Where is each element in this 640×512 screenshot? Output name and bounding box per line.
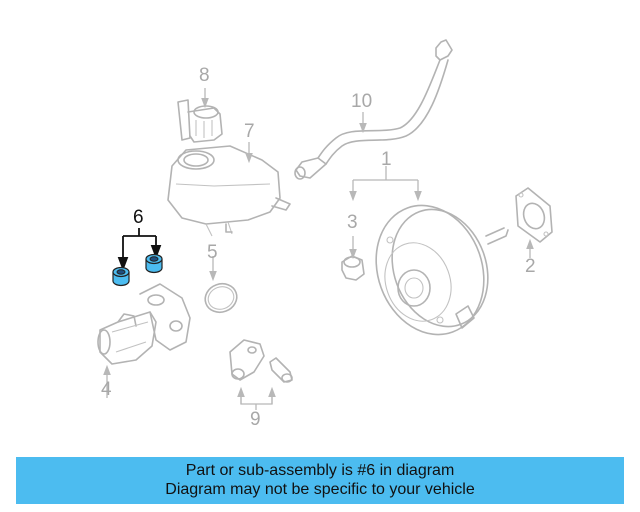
callout-6[interactable]: 6 [133,207,144,228]
parts-diagram [97,39,553,410]
callout-3[interactable]: 3 [347,212,358,233]
callout-1[interactable]: 1 [381,149,392,170]
bracket-bolt-part [229,339,293,383]
callout-8[interactable]: 8 [199,65,210,86]
brake-booster-part [375,204,509,336]
callout-7[interactable]: 7 [244,121,255,142]
banner-line-disclaimer: Diagram may not be specific to your vehi… [165,481,475,498]
callout-4[interactable]: 4 [101,379,112,400]
callout-9[interactable]: 9 [250,409,261,430]
callout-5[interactable]: 5 [207,242,218,263]
callout-10[interactable]: 10 [351,91,373,112]
seal-ring-part [204,282,238,314]
banner-line-part: Part or sub-assembly is #6 in diagram [185,462,455,479]
vacuum-hose-part [294,39,453,180]
nut-part [341,255,365,281]
gasket-part [515,187,553,243]
callout-2[interactable]: 2 [525,256,536,277]
reservoir-cap-part [177,99,223,143]
brake-reservoir-part [167,145,291,237]
master-cylinder-part [97,283,191,365]
grommet-right-part[interactable] [145,253,163,274]
grommet-left-part[interactable] [112,266,130,287]
info-banner: Part or sub-assembly is #6 in diagram Di… [16,457,624,504]
